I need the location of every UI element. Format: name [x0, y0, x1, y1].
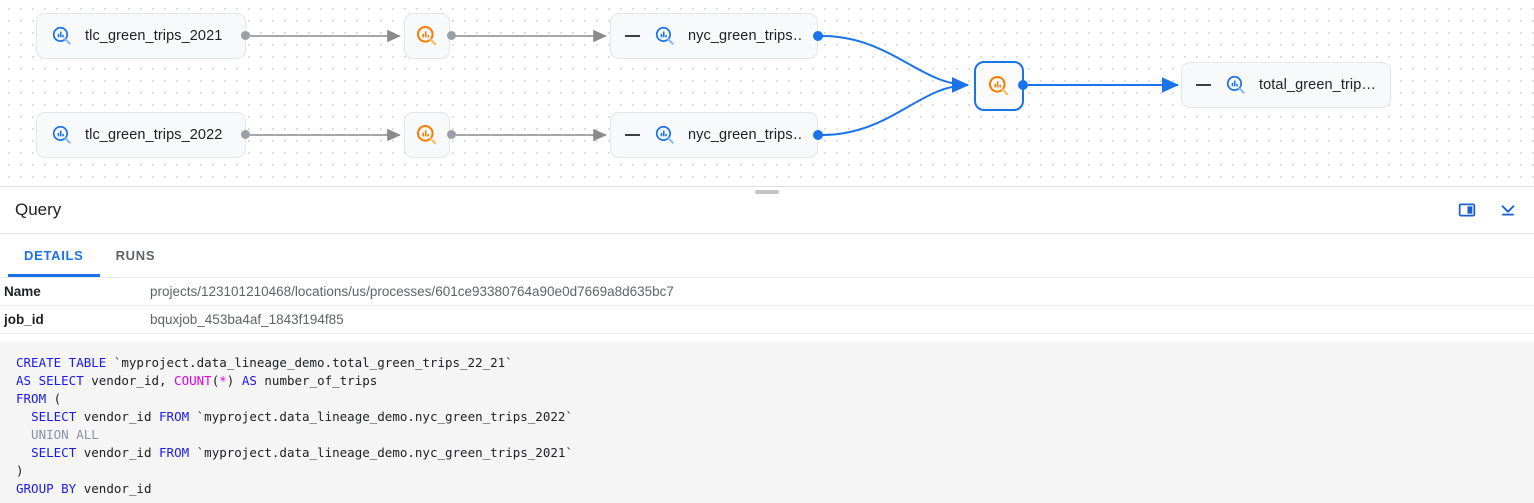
panel-tabs: DETAILS RUNS — [0, 234, 1534, 278]
lineage-process-node-1[interactable] — [404, 13, 450, 59]
sql-text: vendor_id, — [83, 373, 175, 388]
node-output-port[interactable] — [447, 130, 456, 139]
lineage-graph-canvas[interactable]: tlc_green_trips_2021 tlc_green_trips_202… — [0, 0, 1534, 186]
bigquery-table-icon — [655, 125, 674, 144]
sql-keyword: GROUP BY — [16, 481, 77, 496]
sql-indent — [16, 409, 31, 424]
node-output-port[interactable] — [241, 31, 250, 40]
lineage-node-total-green-trips[interactable]: total_green_trip… — [1181, 62, 1391, 108]
sql-text: ) — [16, 463, 24, 478]
detail-key: job_id — [4, 312, 44, 327]
panel-resize-handle[interactable] — [755, 190, 779, 194]
table-row: Name projects/123101210468/locations/us/… — [0, 278, 1534, 306]
tab-runs[interactable]: RUNS — [115, 248, 156, 263]
sql-text: ) — [226, 373, 242, 388]
collapse-toggle-icon[interactable] — [1196, 84, 1211, 86]
panel-header-actions — [1457, 200, 1518, 220]
sql-star: * — [219, 373, 227, 388]
sql-keyword: FROM — [159, 409, 190, 424]
lineage-node-label: nyc_green_trips… — [688, 127, 803, 143]
collapse-toggle-icon[interactable] — [625, 35, 640, 37]
sql-keyword: FROM — [16, 391, 47, 406]
sql-keyword: AS SELECT — [16, 373, 84, 388]
node-output-port[interactable] — [447, 31, 456, 40]
sql-keyword: FROM — [159, 445, 190, 460]
sql-text: vendor_id — [76, 409, 160, 424]
sql-text: vendor_id — [76, 445, 160, 460]
sql-keyword: SELECT — [31, 409, 77, 424]
sql-keyword: CREATE TABLE — [16, 355, 107, 370]
detail-key: Name — [4, 284, 41, 299]
table-row: job_id bquxjob_453ba4af_1843f194f85 — [0, 306, 1534, 334]
sql-keyword: SELECT — [31, 445, 77, 460]
lineage-process-icon — [989, 76, 1009, 96]
node-output-port[interactable] — [1018, 80, 1028, 90]
collapse-toggle-icon[interactable] — [625, 134, 640, 136]
bigquery-table-icon — [52, 26, 71, 45]
sql-text: ( — [46, 391, 62, 406]
lineage-process-node-2[interactable] — [404, 112, 450, 158]
tab-details[interactable]: DETAILS — [8, 234, 100, 277]
lineage-process-node-selected[interactable] — [974, 61, 1024, 111]
collapse-panel-icon[interactable] — [1498, 200, 1518, 220]
node-output-port[interactable] — [813, 130, 823, 140]
sql-indent — [16, 445, 31, 460]
lineage-node-tlc-green-trips-2022[interactable]: tlc_green_trips_2022 — [36, 112, 246, 158]
sql-text: `myproject.data_lineage_demo.total_green… — [106, 355, 513, 370]
details-table: Name projects/123101210468/locations/us/… — [0, 278, 1534, 334]
sql-code-block[interactable]: CREATE TABLE `myproject.data_lineage_dem… — [0, 342, 1534, 503]
node-output-port[interactable] — [241, 130, 250, 139]
lineage-node-label: tlc_green_trips_2022 — [85, 127, 223, 143]
node-output-port[interactable] — [813, 31, 823, 41]
sql-function: COUNT — [174, 373, 212, 388]
detail-value: projects/123101210468/locations/us/proce… — [150, 284, 674, 299]
lineage-process-icon — [417, 125, 437, 145]
sql-text: ( — [211, 373, 220, 388]
split-panel-icon[interactable] — [1457, 200, 1477, 220]
sql-keyword: AS — [241, 373, 257, 388]
sql-text: `myproject.data_lineage_demo.nyc_green_t… — [189, 409, 573, 424]
sql-text: `myproject.data_lineage_demo.nyc_green_t… — [189, 445, 573, 460]
sql-keyword-union: UNION ALL — [16, 427, 99, 442]
lineage-process-icon — [417, 26, 437, 46]
lineage-node-tlc-green-trips-2021[interactable]: tlc_green_trips_2021 — [36, 13, 246, 59]
lineage-node-label: tlc_green_trips_2021 — [85, 28, 223, 44]
bigquery-table-icon — [1226, 75, 1245, 94]
lineage-node-nyc-green-trips-2022[interactable]: nyc_green_trips… — [610, 112, 818, 158]
lineage-node-label: total_green_trip… — [1259, 77, 1376, 93]
detail-value: bquxjob_453ba4af_1843f194f85 — [150, 312, 344, 327]
bigquery-table-icon — [655, 26, 674, 45]
panel-header: Query — [0, 187, 1534, 234]
query-details-panel: Query DETAILS RUNS Name projects/1231012… — [0, 186, 1534, 503]
panel-title: Query — [15, 200, 62, 219]
bigquery-table-icon — [52, 125, 71, 144]
sql-text: number_of_trips — [256, 373, 378, 388]
lineage-node-nyc-green-trips-2021[interactable]: nyc_green_trips… — [610, 13, 818, 59]
lineage-node-label: nyc_green_trips… — [688, 28, 803, 44]
sql-text: vendor_id — [76, 481, 152, 496]
